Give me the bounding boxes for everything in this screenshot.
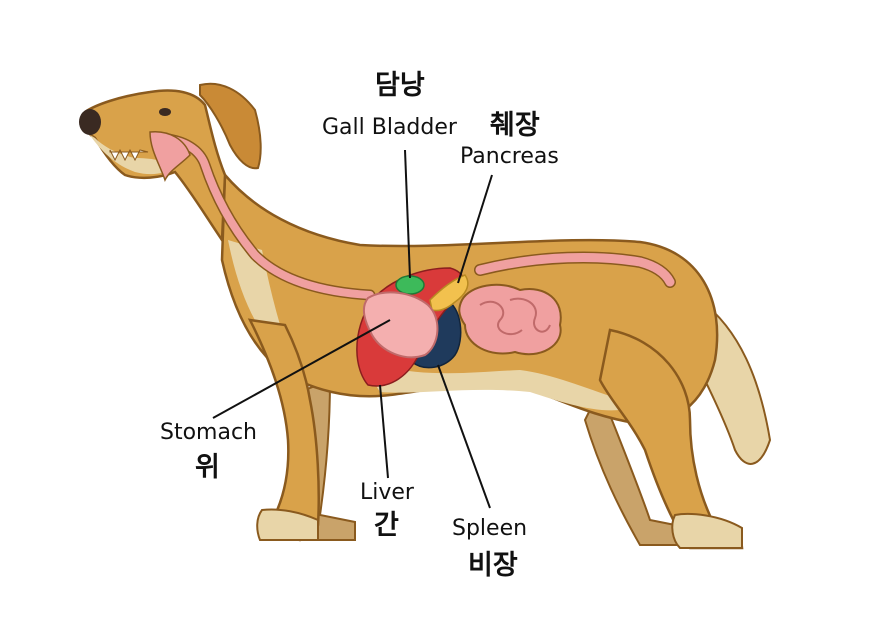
dog-nose	[79, 109, 101, 135]
stomach	[362, 291, 439, 359]
dog-teeth	[109, 148, 149, 162]
dog-hind-paw	[671, 512, 743, 549]
gall-bladder-label-en: Gall Bladder	[322, 115, 457, 140]
pancreas-label-ko: 췌장	[490, 110, 540, 141]
leader-pancreas	[457, 174, 493, 284]
dog-ear	[199, 82, 262, 170]
intestine-coils	[479, 297, 551, 336]
leader-spleen	[437, 364, 491, 509]
leader-gall-bladder	[404, 149, 411, 279]
spleen-label-en: Spleen	[452, 516, 528, 541]
intestine-tube-fill	[475, 252, 675, 287]
leader-liver	[379, 384, 389, 479]
gall-bladder-label-ko: 담낭	[375, 70, 425, 101]
dog-belly	[360, 360, 640, 411]
small-intestine	[458, 283, 562, 356]
spleen-label-ko: 비장	[468, 550, 518, 581]
liver-label-en: Liver	[360, 480, 414, 505]
dog-front-paw	[256, 508, 319, 541]
stomach-label-en: Stomach	[160, 420, 258, 445]
liver-label-ko: 간	[374, 510, 399, 541]
pancreas-label-en: Pancreas	[460, 144, 559, 169]
leader-stomach	[212, 319, 391, 419]
esophagus-fill	[156, 134, 374, 299]
gall-bladder	[395, 275, 425, 295]
stomach-label-ko: 위	[195, 452, 220, 483]
oral-cavity	[149, 131, 191, 182]
dog-muzzle	[90, 135, 175, 175]
dog-eye	[159, 108, 171, 116]
pancreas	[429, 274, 469, 312]
